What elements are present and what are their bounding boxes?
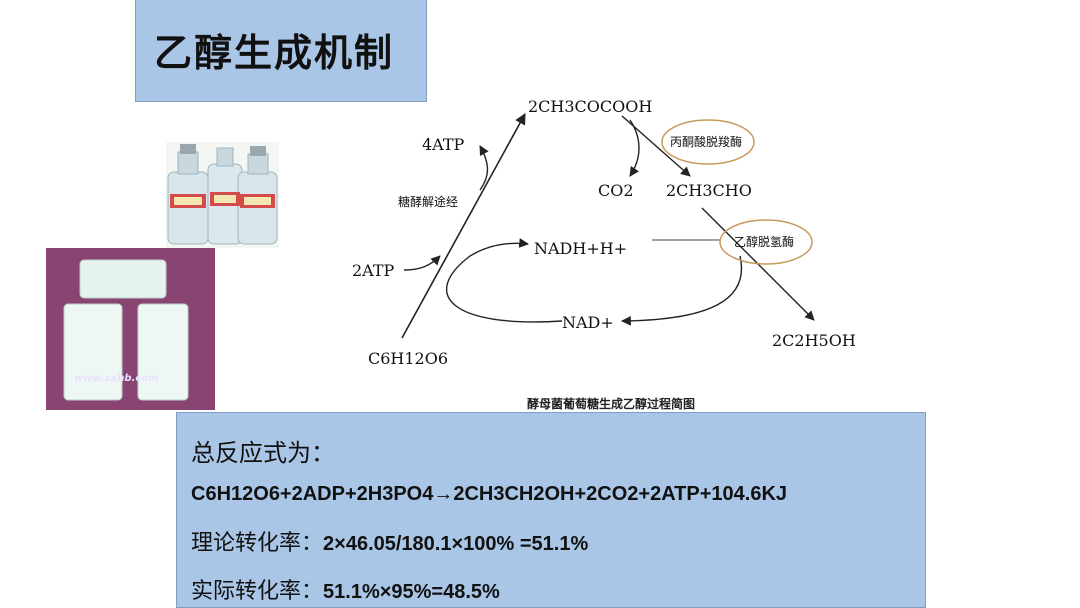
photo-watermark: www.cxhb.com [74,373,159,384]
actual-yield-value: 51.1%×95%=48.5% [323,581,500,603]
decarboxylation-co2-arrow [629,119,640,177]
label-atp-out: 4ATP [422,135,465,154]
soap-blocks-photo: www.cxhb.com [46,248,215,410]
label-glucose: C6H12O6 [368,349,448,368]
label-enzyme-dehydrogenase: 乙醇脱氢酶 [734,234,794,249]
label-enzyme-decarboxylase: 丙酮酸脱羧酶 [670,134,742,149]
label-glycolysis: 糖酵解途经 [398,194,458,209]
summary-heading: 总反应式为： [191,439,335,467]
atp-output-arrow [479,145,489,191]
enzyme-alcohol-dehydrogenase-circle [719,219,813,265]
nad-regeneration-arrow [621,255,743,326]
label-ethanol: 2C2H5OH [772,331,856,350]
atp-input-arrow [403,255,441,271]
nad-reduction-loop [446,238,563,323]
theoretical-yield: 理论转化率：2×46.05/180.1×100% =51.1% [191,525,588,557]
theoretical-yield-value: 2×46.05/180.1×100% =51.1% [323,533,589,555]
title-panel: 乙醇生成机制 [135,0,427,102]
overall-equation: C6H12O6+2ADP+2H3PO4→2CH3CH2OH+2CO2+2ATP+… [191,483,788,505]
theoretical-yield-label: 理论转化率： [191,531,324,556]
summary-panel: 总反应式为： C6H12O6+2ADP+2H3PO4→2CH3CH2OH+2CO… [176,412,926,608]
diagram-caption: 酵母菌葡萄糖生成乙醇过程简图 [526,397,695,411]
label-nadh: NADH+H+ [534,239,627,258]
label-atp-in: 2ATP [352,261,395,280]
label-pyruvate: 2CH3COCOOH [528,97,652,116]
enzyme-pyruvate-decarboxylase-circle [661,119,755,165]
label-nad: NAD+ [562,313,614,332]
actual-yield: 实际转化率：51.1%×95%=48.5% [191,573,500,605]
actual-yield-label: 实际转化率： [191,579,324,604]
pyruvate-to-acetaldehyde-arrow [621,115,691,177]
glycolysis-arrow [401,113,526,339]
label-acetaldehyde: 2CH3CHO [666,181,752,200]
fermentation-pathway-diagram: 2CH3COCOOH 4ATP 糖酵解途经 2ATP NADH+H+ NAD+ … [352,97,856,368]
page-title: 乙醇生成机制 [154,30,395,75]
ethanol-bottles-photo [166,142,279,248]
label-co2: CO2 [598,181,634,200]
